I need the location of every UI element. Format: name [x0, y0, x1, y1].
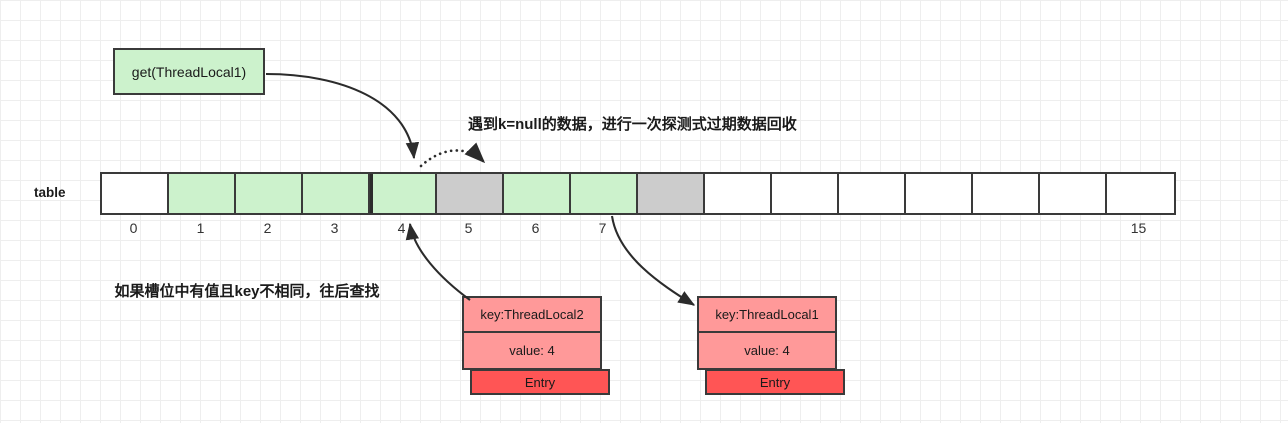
slot-index-label-5: 5: [464, 220, 473, 236]
slot-index-label-6: 6: [531, 220, 540, 236]
thread-local-map-table: [100, 172, 1176, 215]
entry-key-label: key:ThreadLocal2: [464, 298, 600, 333]
get-call-box: get(ThreadLocal1): [113, 48, 265, 95]
slot-index-label-4: 4: [397, 220, 406, 236]
entry-value-label: value: 4: [744, 343, 790, 358]
table-slot-3: [303, 174, 370, 213]
arrow-get-to-slot4: [265, 72, 420, 160]
slot-index-label-1: 1: [196, 220, 205, 236]
table-slot-8: [638, 174, 705, 213]
table-slot-5: [437, 174, 504, 213]
entry-type-tag: Entry: [705, 369, 845, 395]
slot-index-label-2: 2: [263, 220, 272, 236]
table-slot-0: [102, 174, 169, 213]
entry-kv-box: key:ThreadLocal1 value: 4: [697, 296, 837, 370]
table-slot-13: [973, 174, 1040, 213]
get-call-label: get(ThreadLocal1): [131, 63, 247, 80]
table-slot-11: [839, 174, 906, 213]
table-label: table: [34, 185, 66, 200]
table-slot-9: [705, 174, 772, 213]
table-slot-15: [1107, 174, 1174, 213]
slot-index-label-7: 7: [598, 220, 607, 236]
slot-index-label-0: 0: [129, 220, 138, 236]
entry-type-tag: Entry: [470, 369, 610, 395]
table-slot-7: [571, 174, 638, 213]
table-slot-6: [504, 174, 571, 213]
arrow-slot4-to-slot5-dotted: [419, 142, 486, 168]
slot-index-label-15: 15: [1130, 220, 1147, 236]
note-null-probe: 遇到k=null的数据，进行一次探测式过期数据回收: [468, 116, 797, 133]
entry-card-threadlocal2: key:ThreadLocal2 value: 4 Entry: [462, 296, 610, 395]
table-slot-2: [236, 174, 303, 213]
note-backward-search: 如果槽位中有值且key不相同，往后查找: [114, 283, 380, 300]
table-slot-4: [370, 174, 437, 213]
slot-index-label-3: 3: [330, 220, 339, 236]
entry-key-label: key:ThreadLocal1: [699, 298, 835, 333]
entry-value-label: value: 4: [509, 343, 555, 358]
table-slot-12: [906, 174, 973, 213]
table-slot-14: [1040, 174, 1107, 213]
entry-card-threadlocal1: key:ThreadLocal1 value: 4 Entry: [697, 296, 845, 395]
table-slot-1: [169, 174, 236, 213]
table-slot-10: [772, 174, 839, 213]
entry-kv-box: key:ThreadLocal2 value: 4: [462, 296, 602, 370]
